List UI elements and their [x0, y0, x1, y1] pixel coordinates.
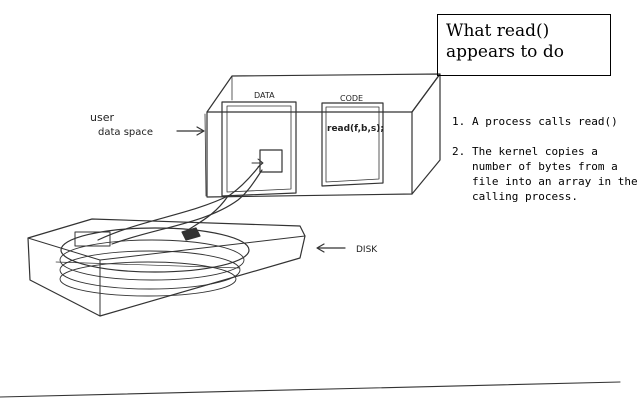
disk-label: DISK	[356, 245, 378, 255]
code-label: CODE	[340, 94, 363, 103]
disk-arrow	[316, 243, 346, 253]
process-box	[204, 73, 441, 198]
user-label-line2: data space	[98, 127, 153, 138]
read-call-label: read(f,b,s);	[327, 124, 384, 134]
step-number: 1.	[452, 115, 466, 128]
step-number: 2.	[452, 145, 466, 158]
page-title: What read() appears to do	[446, 21, 564, 62]
data-segment	[221, 101, 297, 197]
title-box: What read() appears to do	[437, 14, 611, 76]
baseline-line	[0, 381, 621, 398]
data-flow-ribbon	[97, 164, 263, 245]
disk-drive	[27, 218, 306, 317]
step-text: The kernel copies a number of bytes from…	[472, 145, 638, 203]
user-data-arrow	[176, 126, 205, 136]
data-label: DATA	[254, 91, 275, 100]
step-item: 2. The kernel copies a number of bytes f…	[452, 144, 638, 204]
step-text: A process calls read()	[472, 115, 618, 128]
buffer-array	[259, 149, 283, 173]
code-segment	[321, 102, 384, 187]
steps-list: 1. A process calls read() 2. The kernel …	[452, 114, 638, 219]
step-item: 1. A process calls read()	[452, 114, 638, 129]
user-label-line1: user	[90, 111, 114, 124]
